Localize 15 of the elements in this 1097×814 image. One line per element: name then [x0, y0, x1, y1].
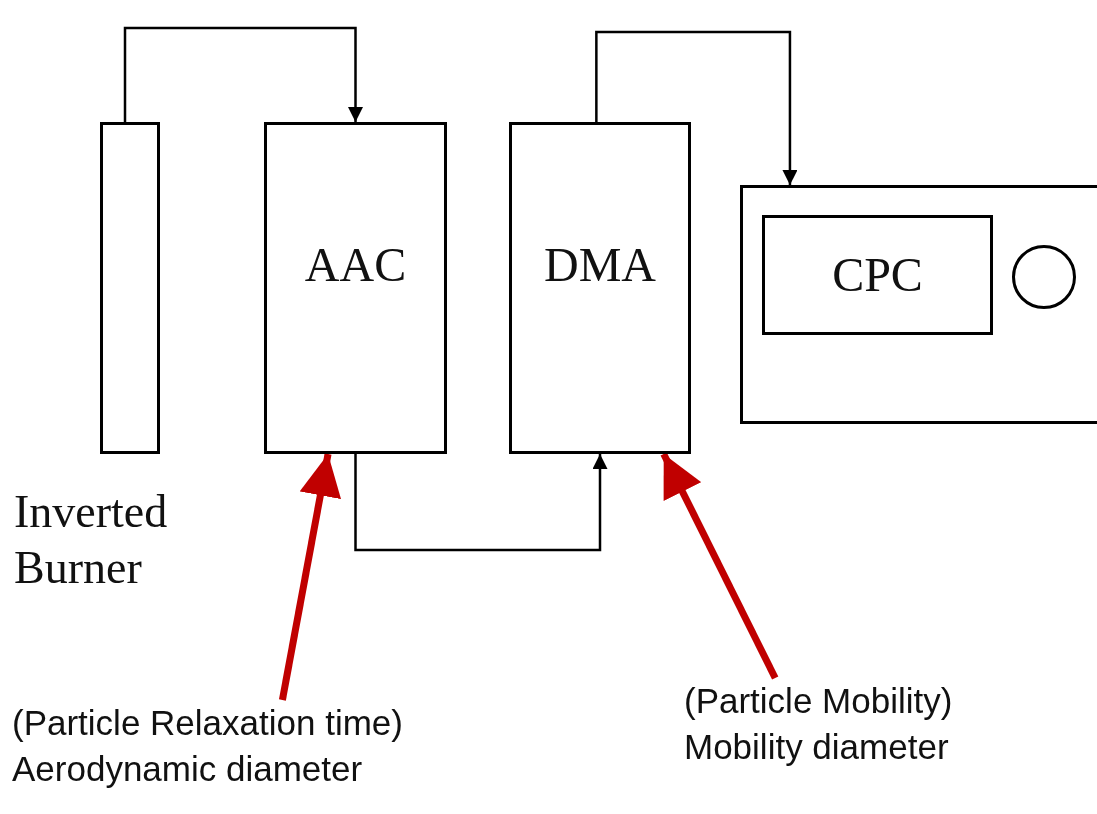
- leader-arrow: [660, 452, 779, 680]
- instrument-box: [740, 185, 1097, 424]
- indicator-circle: [1012, 245, 1076, 309]
- process-box: DMA: [509, 122, 691, 454]
- leader-arrow: [278, 453, 342, 701]
- annotation-text: (Particle Mobility): [684, 680, 953, 722]
- process-box: AAC: [264, 122, 447, 454]
- node-label: Inverted Burner: [14, 485, 169, 595]
- annotation-text: (Particle Relaxation time): [12, 702, 403, 744]
- annotation-text: Aerodynamic diameter: [12, 747, 363, 790]
- flow-arrow: [595, 30, 798, 185]
- process-box: CPC: [762, 215, 993, 335]
- flow-arrow: [123, 26, 363, 122]
- flow-arrow: [354, 454, 608, 552]
- annotation-text: Mobility diameter: [684, 725, 949, 768]
